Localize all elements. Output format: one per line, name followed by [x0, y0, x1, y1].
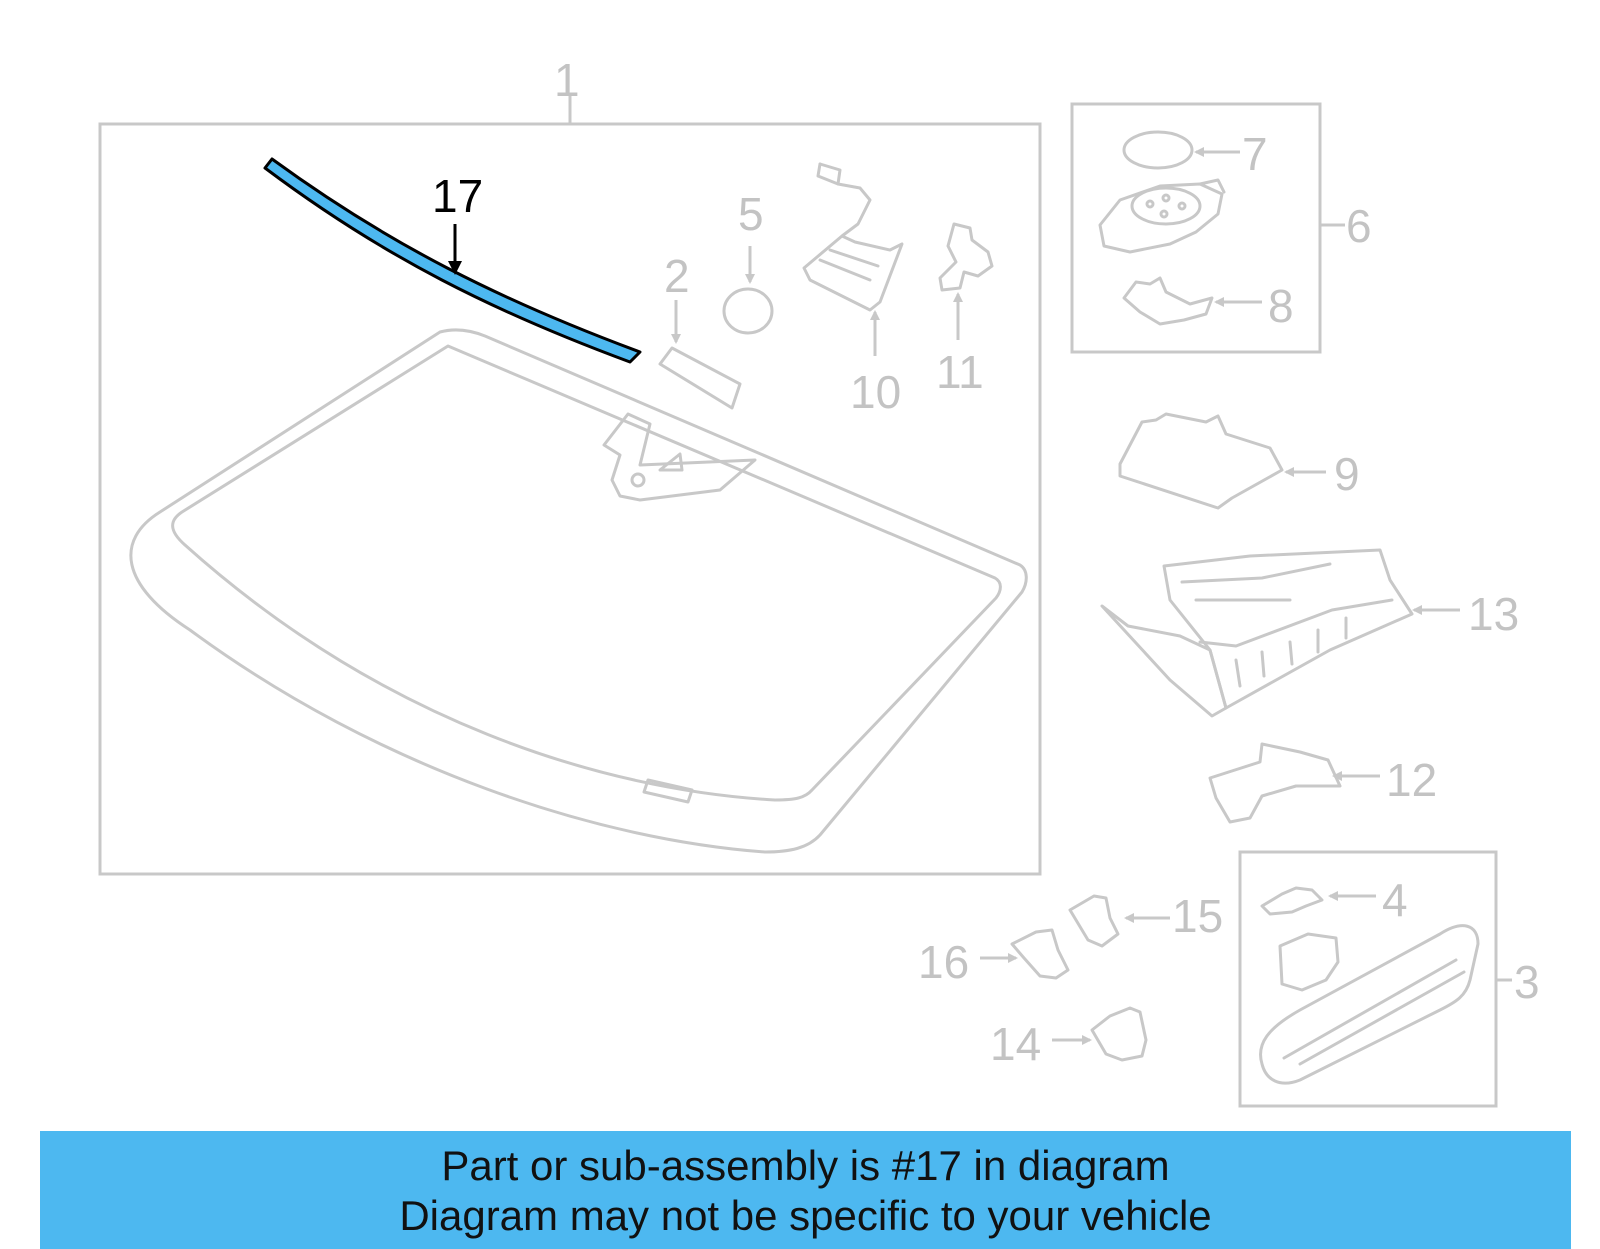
mirror-bracket	[602, 412, 757, 502]
callout-6: 6	[1346, 200, 1372, 252]
callout-9: 9	[1334, 448, 1360, 500]
callout-14: 14	[990, 1018, 1041, 1070]
part-16-clip	[1010, 928, 1070, 980]
part-sensor-module	[1098, 178, 1226, 254]
callout-11: 11	[936, 346, 984, 398]
part-12-bracket	[1208, 742, 1342, 824]
mirror-mount	[1278, 932, 1340, 992]
part-5-ring	[722, 287, 774, 335]
part-7-gasket	[1122, 130, 1194, 170]
banner-line-2: Diagram may not be specific to your vehi…	[399, 1192, 1212, 1239]
part-11-clip	[938, 222, 994, 292]
callout-10: 10	[850, 366, 901, 418]
sensor-group-6: 6 7 8	[1070, 102, 1372, 354]
callout-7: 7	[1242, 128, 1268, 180]
windshield-assembly-group: 1 17 2 5 10 11	[98, 54, 1042, 876]
callout-13: 13	[1468, 588, 1519, 640]
callout-17: 17	[432, 170, 483, 222]
callout-3: 3	[1514, 956, 1540, 1008]
part-4-clip	[1260, 886, 1324, 916]
callout-5: 5	[738, 188, 764, 240]
info-banner: Part or sub-assembly is #17 in diagram D…	[40, 1131, 1571, 1249]
part-2-pad	[658, 346, 742, 410]
callout-1: 1	[554, 54, 580, 106]
windshield-molding-strip-17[interactable]	[263, 157, 642, 364]
callout-15: 15	[1172, 890, 1223, 942]
part-9-cover	[1118, 412, 1284, 510]
callout-2: 2	[664, 250, 690, 302]
mirror-group-3: 3 4	[1238, 850, 1540, 1108]
callout-16: 16	[918, 936, 969, 988]
rearview-mirror	[1259, 924, 1480, 1085]
part-10-sensor	[802, 162, 904, 312]
callout-12: 12	[1386, 754, 1437, 806]
part-15-clip	[1068, 894, 1120, 948]
part-14-clip	[1090, 1006, 1148, 1062]
part-13-console	[1100, 548, 1414, 718]
callout-4: 4	[1382, 874, 1408, 926]
windshield-inner-edge	[171, 344, 1002, 802]
part-8-bracket	[1122, 276, 1214, 326]
windshield-glass	[129, 328, 1028, 854]
callout-8: 8	[1268, 280, 1294, 332]
banner-line-1: Part or sub-assembly is #17 in diagram	[441, 1142, 1170, 1189]
